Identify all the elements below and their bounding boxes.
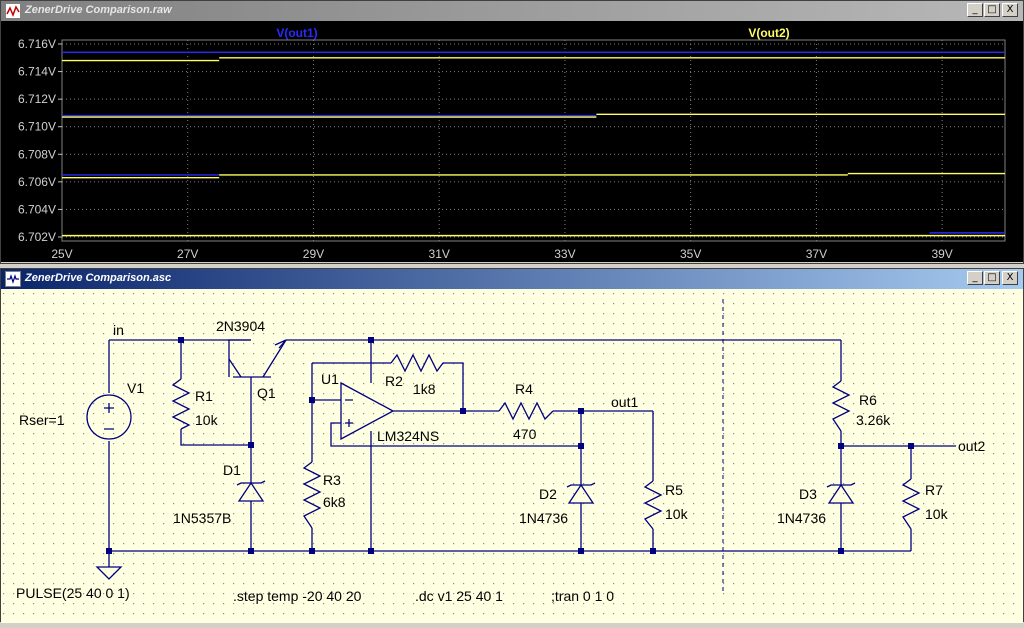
plot-frame [61,39,1006,242]
step-directive[interactable]: .step temp -20 40 20 [233,588,362,604]
r4-value[interactable]: 470 [513,426,537,442]
r6-value[interactable]: 3.26k [856,412,891,428]
x-tick-label: 35V [680,247,701,261]
y-tick-label: 6.714V [18,65,56,79]
trace-lines [62,51,1005,237]
y-tick-label: 6.706V [18,175,56,189]
waveform-plot-area[interactable]: V(out1) V(out2) 6.716V 6.714V 6.712V 6.710V… [1,21,1023,262]
opamp-model[interactable]: LM324NS [377,428,439,444]
schematic-titlebar[interactable]: ZenerDrive Comparison.asc _ □ X [1,269,1023,289]
x-axis-labels: 25V 27V 29V 31V 33V 35V 37V 39V [51,247,952,261]
resistor-r1[interactable] [171,378,191,430]
trace-label-vout1[interactable]: V(out1) [276,26,317,40]
x-tick-label: 27V [177,247,198,261]
y-tick-label: 6.708V [18,147,56,161]
x-tick-label: 31V [429,247,450,261]
opamp-u1[interactable] [340,381,395,441]
y-tick-label: 6.710V [18,120,56,134]
dc-directive[interactable]: .dc v1 25 40 1 [415,588,503,604]
r4-label[interactable]: R4 [515,381,533,397]
schematic-drawing[interactable]: in 2N3904 Q1 V1 Rser=1 R1 10k D1 1N5357B… [1,289,1023,623]
schematic-window-title: ZenerDrive Comparison.asc [25,272,172,284]
r5-label[interactable]: R5 [665,482,683,498]
r5-value[interactable]: 10k [665,506,689,522]
d3-label[interactable]: D3 [799,486,817,502]
d1-label[interactable]: D1 [223,462,241,478]
r7-value[interactable]: 10k [925,506,949,522]
d1-model[interactable]: 1N5357B [173,510,231,526]
r2-label[interactable]: R2 [385,373,403,389]
ground-symbol[interactable] [95,566,123,580]
d3-model[interactable]: 1N4736 [777,510,826,526]
y-tick-label: 6.704V [18,202,56,216]
r1-label[interactable]: R1 [195,388,213,404]
close-button[interactable]: X [1002,3,1018,17]
net-label-out1[interactable]: out1 [611,394,638,410]
close-button[interactable]: X [1002,271,1018,285]
net-label-in[interactable]: in [113,322,124,338]
r2-value[interactable]: 1k8 [413,381,436,397]
x-tick-label: 25V [51,247,72,261]
r1-value[interactable]: 10k [195,412,219,428]
x-tick-label: 29V [303,247,324,261]
resistor-r3[interactable] [302,461,322,529]
r3-label[interactable]: R3 [323,472,341,488]
r7-label[interactable]: R7 [925,482,943,498]
resistor-r7[interactable] [901,478,921,530]
minimize-button[interactable]: _ [967,271,983,285]
maximize-button[interactable]: □ [984,3,1000,17]
x-tick-label: 37V [806,247,827,261]
tran-directive[interactable]: ;tran 0 1 0 [551,588,614,604]
resistor-r6[interactable] [831,380,851,432]
waveform-app-icon [5,3,21,19]
waveform-window-title: ZenerDrive Comparison.raw [25,4,172,16]
y-tick-label: 6.702V [18,230,56,244]
zener-diode-d3[interactable] [826,479,856,527]
q1-label[interactable]: Q1 [257,385,276,401]
waveform-window: ZenerDrive Comparison.raw _ □ X V(out1) … [0,0,1024,264]
resistor-r4[interactable] [498,401,554,421]
v1-label[interactable]: V1 [127,380,144,396]
zener-diode-d2[interactable] [566,479,596,529]
u1-label[interactable]: U1 [321,371,339,387]
y-tick-label: 6.712V [18,92,56,106]
schematic-canvas[interactable]: in 2N3904 Q1 V1 Rser=1 R1 10k D1 1N5357B… [1,289,1023,623]
pulse-directive[interactable]: PULSE(25 40 0 1) [16,585,130,601]
zener-diode-d1[interactable] [236,475,266,527]
minimize-button[interactable]: _ [967,3,983,17]
net-label-out2[interactable]: out2 [958,438,985,454]
plot-grid [58,39,1006,242]
schematic-app-icon [5,271,21,287]
y-axis-labels: 6.716V 6.714V 6.712V 6.710V 6.708V 6.706V 6.70… [18,37,56,244]
r3-value[interactable]: 6k8 [323,494,346,510]
x-tick-label: 39V [931,247,952,261]
wires [108,339,956,567]
waveform-titlebar[interactable]: ZenerDrive Comparison.raw _ □ X [1,1,1023,21]
waveform-plot[interactable]: V(out1) V(out2) 6.716V 6.714V 6.712V 6.710V… [1,21,1023,262]
d2-model[interactable]: 1N4736 [519,510,568,526]
resistor-r2[interactable] [390,353,449,373]
maximize-button[interactable]: □ [984,271,1000,285]
resistor-r5[interactable] [643,480,663,530]
rser-label[interactable]: Rser=1 [19,412,65,428]
x-tick-label: 33V [554,247,575,261]
schematic-grid [1,289,1023,623]
r6-label[interactable]: R6 [859,392,877,408]
transistor-q1[interactable] [228,339,287,378]
junction-dots [106,337,914,554]
trace-label-vout2[interactable]: V(out2) [748,26,789,40]
y-tick-label: 6.716V [18,37,56,51]
schematic-window: ZenerDrive Comparison.asc _ □ X [0,268,1024,623]
q1-model-label[interactable]: 2N3904 [216,318,265,334]
d2-label[interactable]: D2 [539,486,557,502]
voltage-source-v1[interactable] [86,394,132,440]
